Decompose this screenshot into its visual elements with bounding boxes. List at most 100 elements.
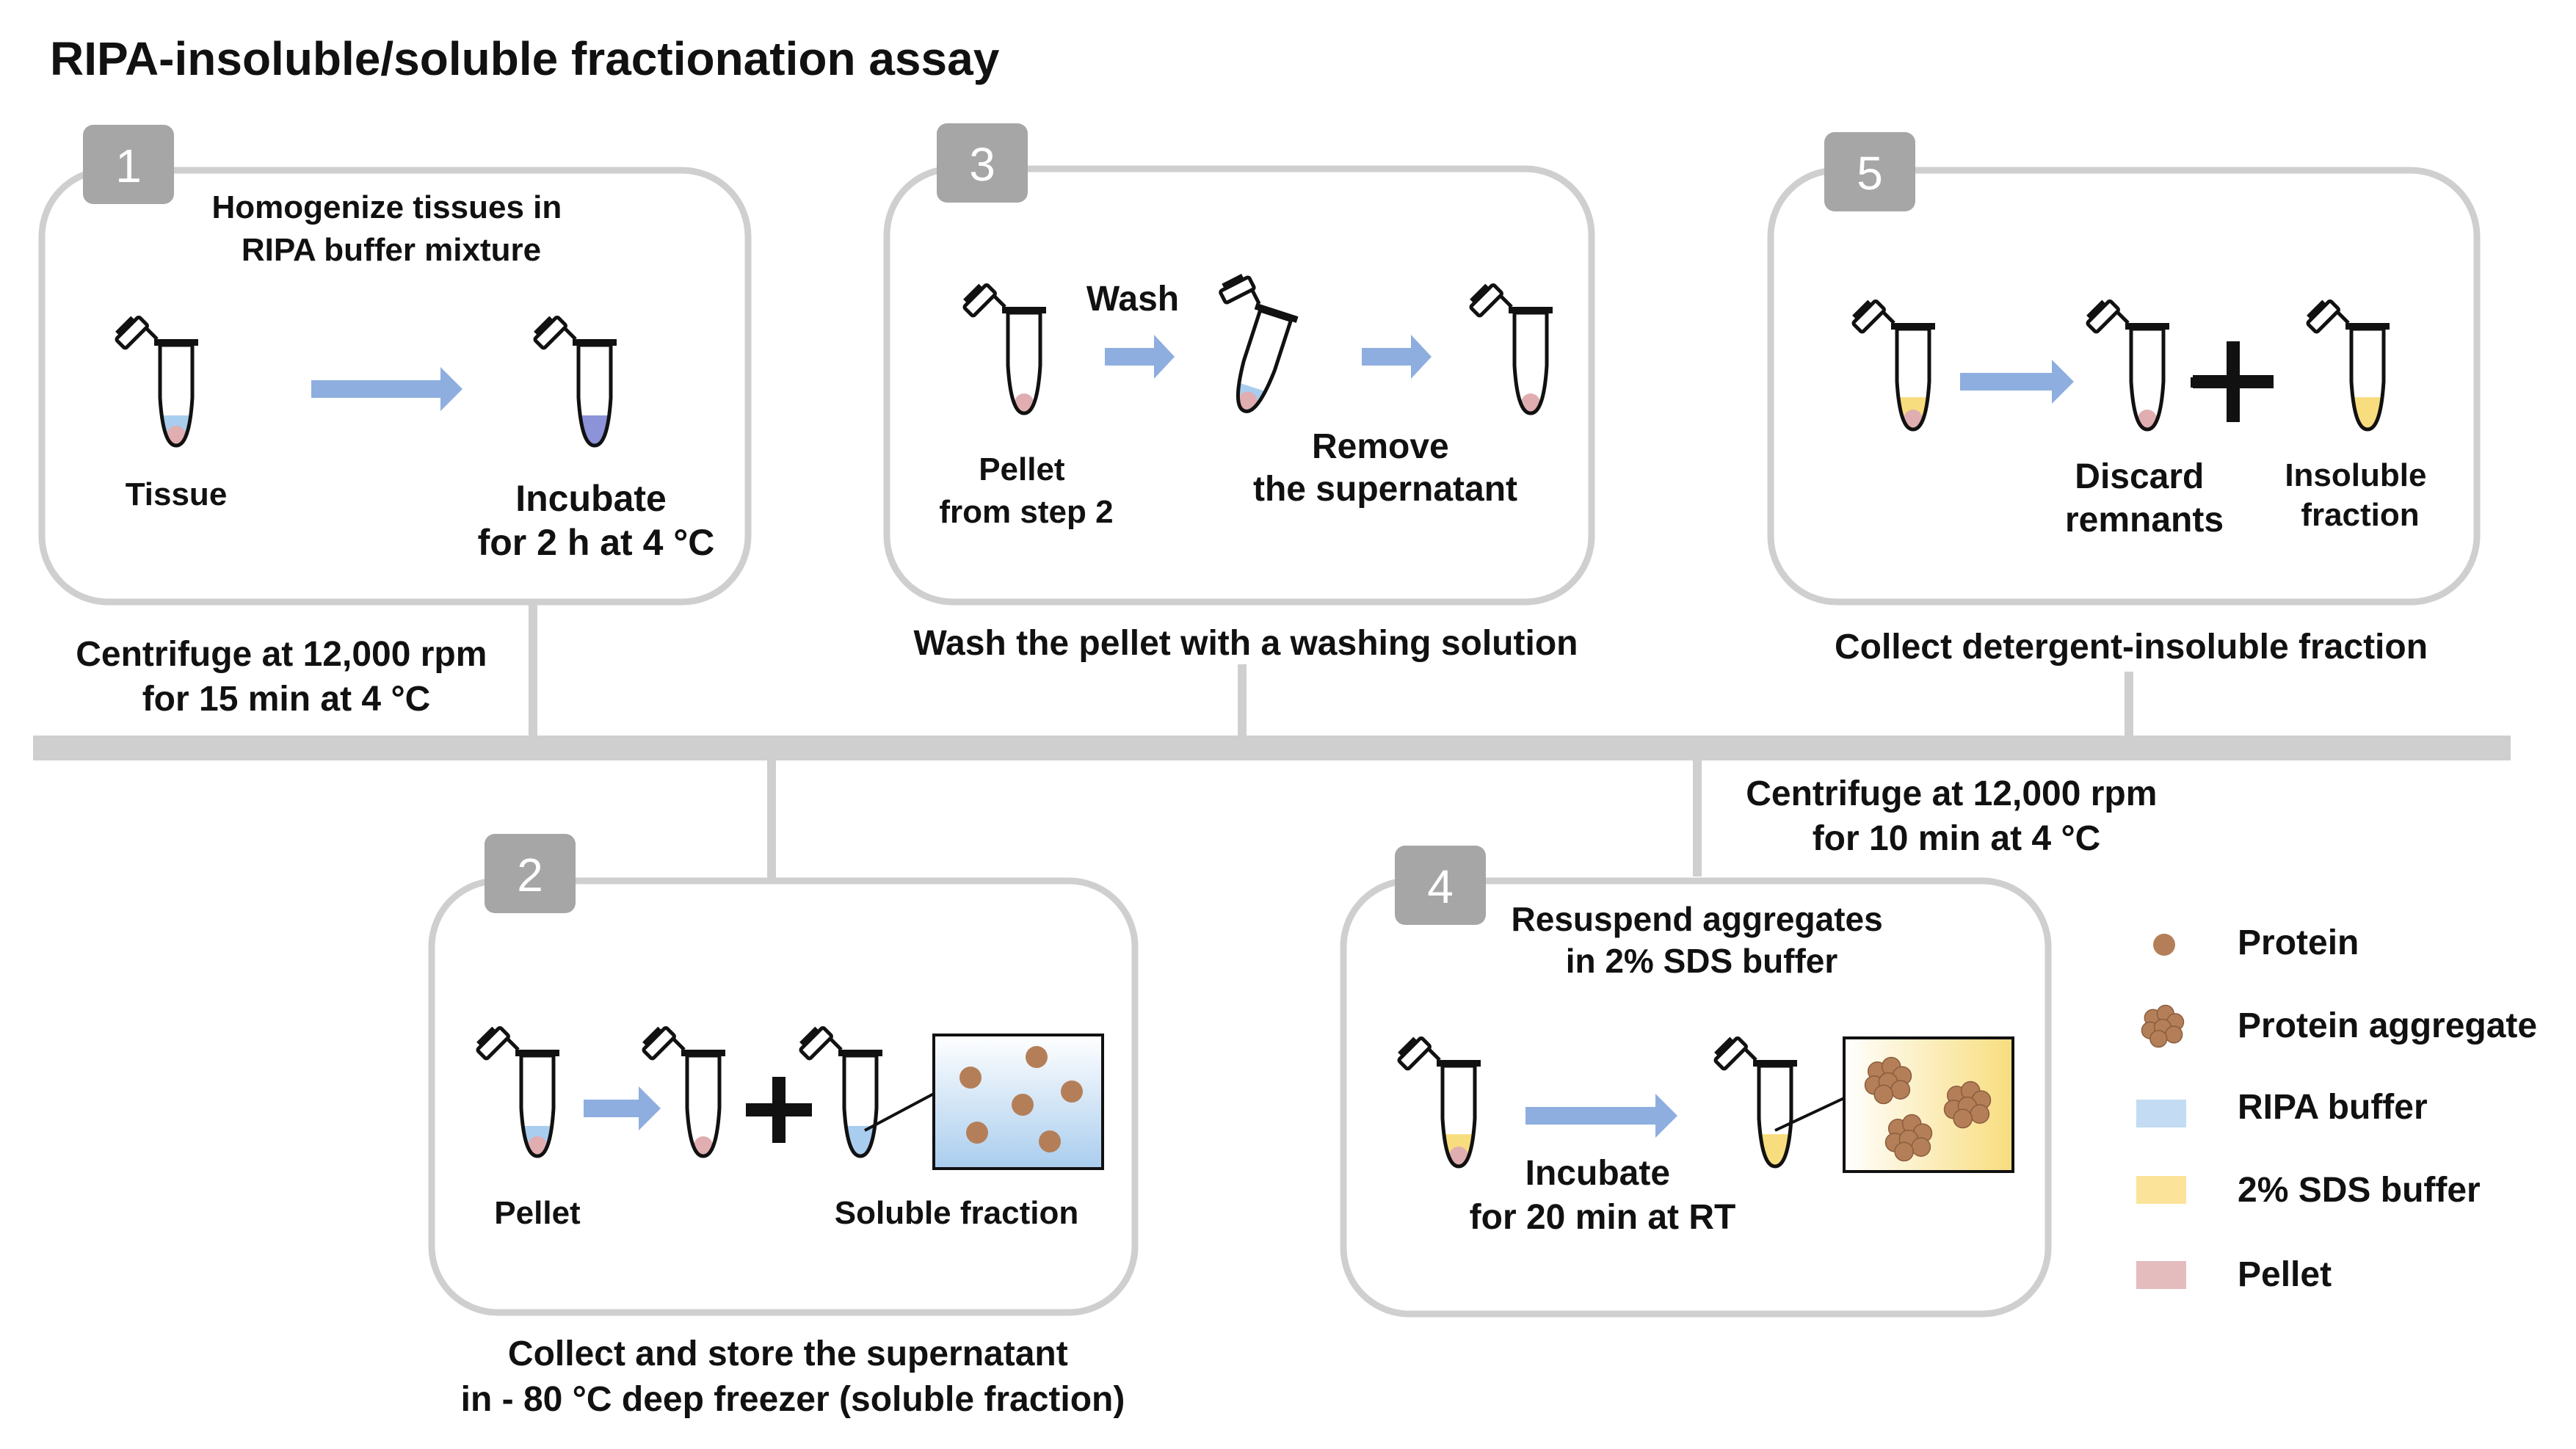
step3-pellet-line1: Pellet — [979, 451, 1065, 487]
tube-icon — [1219, 274, 1299, 416]
svg-text:Resuspend aggregates in 2%: Resuspend aggregates in 2% SDS buffer — [1512, 900, 1893, 980]
ripa-swatch — [2136, 1100, 2186, 1127]
svg-text:Remove the supernatant: Remove the supernatant — [1253, 427, 1517, 509]
pellet-swatch — [2136, 1261, 2186, 1289]
legend: Protein Protein aggregate RIPA buffer 2%… — [2136, 923, 2537, 1294]
tissue-label: Tissue — [126, 476, 228, 512]
aggregate-icon — [1943, 1081, 1992, 1129]
step2-caption-line1: Collect and store the supernatant — [508, 1334, 1068, 1373]
step5-discard-line1: Discard — [2075, 457, 2204, 496]
arrows — [311, 335, 2074, 1138]
plus-signs — [746, 341, 2274, 1143]
arrow-icon — [1960, 360, 2074, 404]
tube-icon — [2086, 299, 2169, 432]
arrow-icon — [311, 367, 462, 411]
step4-caption-line2: for 10 min at 4 °C — [1813, 819, 2101, 858]
arrow-icon — [1362, 335, 1432, 379]
step3-remove-line2: the supernatant — [1253, 470, 1517, 509]
step5-insoluble-line2: fraction — [2301, 497, 2419, 533]
step3-badge: 3 — [937, 123, 1028, 203]
tube-icon — [2306, 299, 2390, 432]
plus-icon — [2191, 341, 2274, 422]
legend-pellet-label: Pellet — [2238, 1255, 2332, 1294]
timeline — [33, 602, 2511, 879]
step4-number: 4 — [1427, 860, 1454, 913]
step2-number: 2 — [517, 849, 543, 901]
step5-discard-line2: remnants — [2065, 501, 2224, 540]
tube-icon — [799, 1026, 882, 1158]
connector-step4 — [1693, 759, 1702, 876]
svg-text:Collect and store the supernat: Collect and store the supernatant in - 8… — [461, 1334, 1125, 1419]
step4-badge: 4 — [1395, 846, 1486, 925]
step4-heading-line2: in 2% SDS buffer — [1566, 942, 1838, 980]
step4-heading-line1: Resuspend aggregates — [1512, 900, 1883, 938]
step3-caption: Wash the pellet with a washing solution — [914, 624, 1578, 663]
protein-icon — [1012, 1094, 1034, 1116]
step1-heading-line2: RIPA buffer mixture — [242, 232, 541, 268]
aggregate-icon — [2141, 1004, 2185, 1048]
step4-panel — [1340, 877, 2052, 1318]
svg-text:Homogenize tissues in RIPA: Homogenize tissues in RIPA buffer mixtur… — [212, 189, 571, 268]
tube-icon — [476, 1026, 559, 1158]
svg-text:Centrifuge at 12,000 rpm f: Centrifuge at 12,000 rpm for 10 min at 4… — [1746, 774, 2167, 858]
step3-pellet-line2: from step 2 — [939, 494, 1113, 530]
step1-caption-line1: Centrifuge at 12,000 rpm — [76, 635, 487, 674]
wash-label: Wash — [1086, 280, 1179, 319]
step5-number: 5 — [1857, 147, 1883, 200]
step5-badge: 5 — [1824, 132, 1915, 211]
tube-icon — [115, 316, 198, 448]
timeline-bar — [33, 736, 2511, 760]
tube-icon — [642, 1026, 725, 1158]
legend-protein-label: Protein — [2238, 923, 2359, 962]
protein-icon — [2153, 934, 2175, 956]
svg-text:Incubate for 20 min at RT: Incubate for 20 min at RT — [1470, 1154, 1736, 1237]
tubes-layer — [115, 274, 2390, 1169]
step4-incubate-line2: for 20 min at RT — [1470, 1198, 1736, 1237]
aggregate-icon — [1884, 1114, 1933, 1162]
tube-icon — [1469, 283, 1553, 415]
svg-text:Centrifuge at 12,000 rpm f: Centrifuge at 12,000 rpm for 15 min at 4… — [76, 635, 497, 719]
protein-icon — [1061, 1081, 1083, 1103]
protein-icon — [1039, 1130, 1061, 1152]
plus-icon — [746, 1077, 812, 1143]
step2-pellet-label: Pellet — [494, 1195, 581, 1231]
legend-sds-label: 2% SDS buffer — [2238, 1171, 2481, 1210]
step4-caption-line1: Centrifuge at 12,000 rpm — [1746, 774, 2157, 813]
arrow-icon — [1105, 335, 1175, 379]
step3-number: 3 — [969, 138, 995, 191]
legend-ripa-label: RIPA buffer — [2238, 1088, 2428, 1127]
svg-text:Pellet from step 2: Pellet from step 2 — [939, 451, 1113, 530]
page-title: RIPA-insoluble/soluble fractionation ass… — [50, 32, 1000, 85]
aggregates — [1864, 1056, 1992, 1162]
step2-caption-line2: in - 80 °C deep freezer (soluble fractio… — [461, 1380, 1125, 1419]
step5-insoluble-line1: Insoluble — [2285, 457, 2426, 493]
arrow-icon — [1525, 1094, 1677, 1138]
step1-badge: 1 — [83, 125, 174, 204]
soluble-proteins — [959, 1046, 1083, 1152]
step2-badge: 2 — [485, 834, 576, 913]
svg-text:Incubate for 2 h at 4 °C: Incubate for 2 h at 4 °C — [478, 478, 715, 563]
svg-text:Insoluble fraction: Insoluble fraction — [2285, 457, 2435, 533]
step4-incubate-line1: Incubate — [1525, 1154, 1670, 1193]
step5-caption: Collect detergent-insoluble fraction — [1835, 628, 2428, 667]
connector-step1 — [529, 602, 537, 737]
step1-incubate-line2: for 2 h at 4 °C — [478, 522, 715, 563]
soluble-fraction-label: Soluble fraction — [835, 1195, 1078, 1231]
zoom-line-step2 — [864, 1092, 935, 1132]
step1-heading-line1: Homogenize tissues in — [212, 189, 562, 225]
connector-step3 — [1238, 664, 1247, 737]
step1-number: 1 — [115, 139, 142, 192]
arrow-icon — [584, 1086, 661, 1130]
step1-incubate-line1: Incubate — [515, 478, 667, 519]
protein-icon — [959, 1067, 982, 1089]
aggregate-icon — [1864, 1056, 1912, 1105]
step1-caption-line2: for 15 min at 4 °C — [142, 680, 431, 719]
step3-remove-line1: Remove — [1312, 427, 1449, 466]
aggregate-icon — [2141, 1004, 2185, 1048]
protein-icon — [1026, 1046, 1048, 1068]
tube-icon — [533, 316, 617, 448]
connector-step2 — [767, 759, 776, 879]
step5-panel — [1767, 167, 2481, 606]
zoom-line-step4 — [1774, 1097, 1845, 1132]
